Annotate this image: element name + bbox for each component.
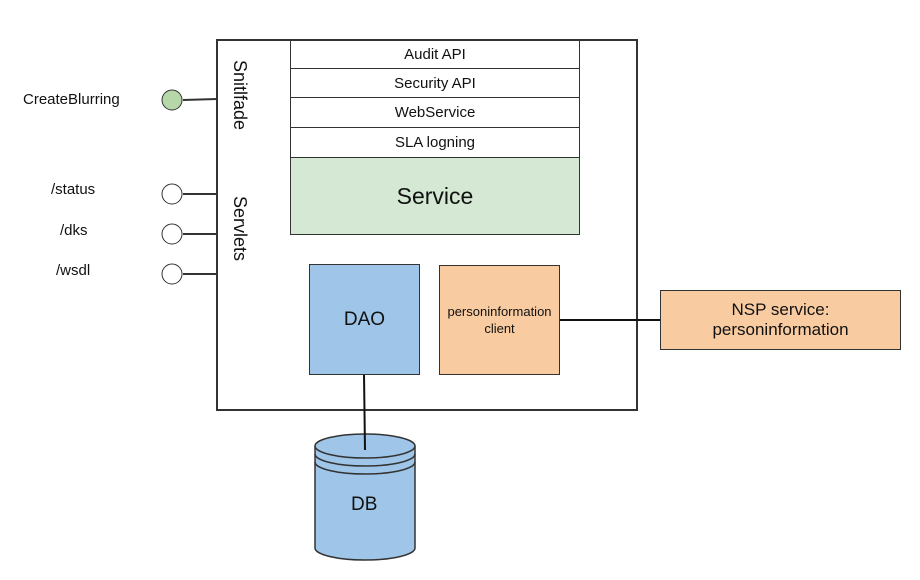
nsp-service-box: NSP service: personinformation xyxy=(660,290,901,350)
endpoint-label-status: /status xyxy=(51,181,96,198)
servlets-label: Servlets xyxy=(230,196,250,262)
endpoint-status xyxy=(161,183,183,205)
connector-dao-db xyxy=(363,373,366,451)
dao-box: DAO xyxy=(309,264,420,375)
endpoint-createblurring xyxy=(161,89,183,111)
endpoint-dks xyxy=(161,223,183,245)
layer-security-api: Security API xyxy=(290,68,580,98)
db-label: DB xyxy=(351,494,378,515)
endpoint-label-dks: /dks xyxy=(60,222,88,239)
connector-createblurring xyxy=(182,98,218,101)
layer-sla-logning: SLA logning xyxy=(290,127,580,158)
endpoint-label-createblurring: CreateBlurring xyxy=(23,91,120,108)
endpoint-wsdl xyxy=(161,263,183,285)
endpoint-label-wsdl: /wsdl xyxy=(56,262,91,279)
layer-webservice: WebService xyxy=(290,97,580,128)
service-box: Service xyxy=(290,157,580,235)
snitlfade-label: Snitlfade xyxy=(230,60,250,131)
layer-audit-api: Audit API xyxy=(290,40,580,69)
personinformation-client-box: personinformation client xyxy=(439,265,560,375)
